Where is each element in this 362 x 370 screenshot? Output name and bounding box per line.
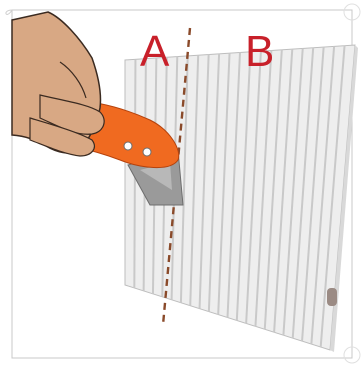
label-a: A [140,30,169,74]
corner-decoration-icon [6,10,12,14]
label-b: B [245,30,274,74]
hand-icon [12,12,104,156]
